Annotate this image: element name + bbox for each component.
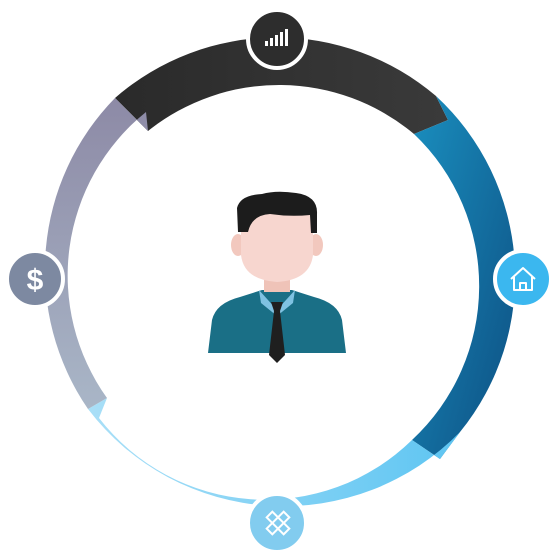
ring bbox=[44, 37, 516, 507]
businessman-icon bbox=[208, 191, 346, 363]
home-icon bbox=[510, 267, 536, 291]
face bbox=[241, 210, 313, 282]
segment-right bbox=[412, 96, 516, 459]
segment-left bbox=[44, 98, 148, 409]
node-bottom[interactable] bbox=[246, 492, 308, 554]
bar-chart-icon bbox=[265, 29, 288, 46]
node-left[interactable]: $ bbox=[5, 249, 65, 309]
node-top[interactable] bbox=[246, 8, 308, 70]
hair bbox=[237, 191, 318, 233]
segment-top bbox=[115, 37, 448, 134]
tie bbox=[269, 302, 285, 363]
dollar-icon: $ bbox=[27, 264, 44, 297]
node-right[interactable] bbox=[493, 249, 553, 309]
pencil-ruler-icon bbox=[265, 510, 291, 536]
segment-bottom bbox=[88, 398, 460, 507]
